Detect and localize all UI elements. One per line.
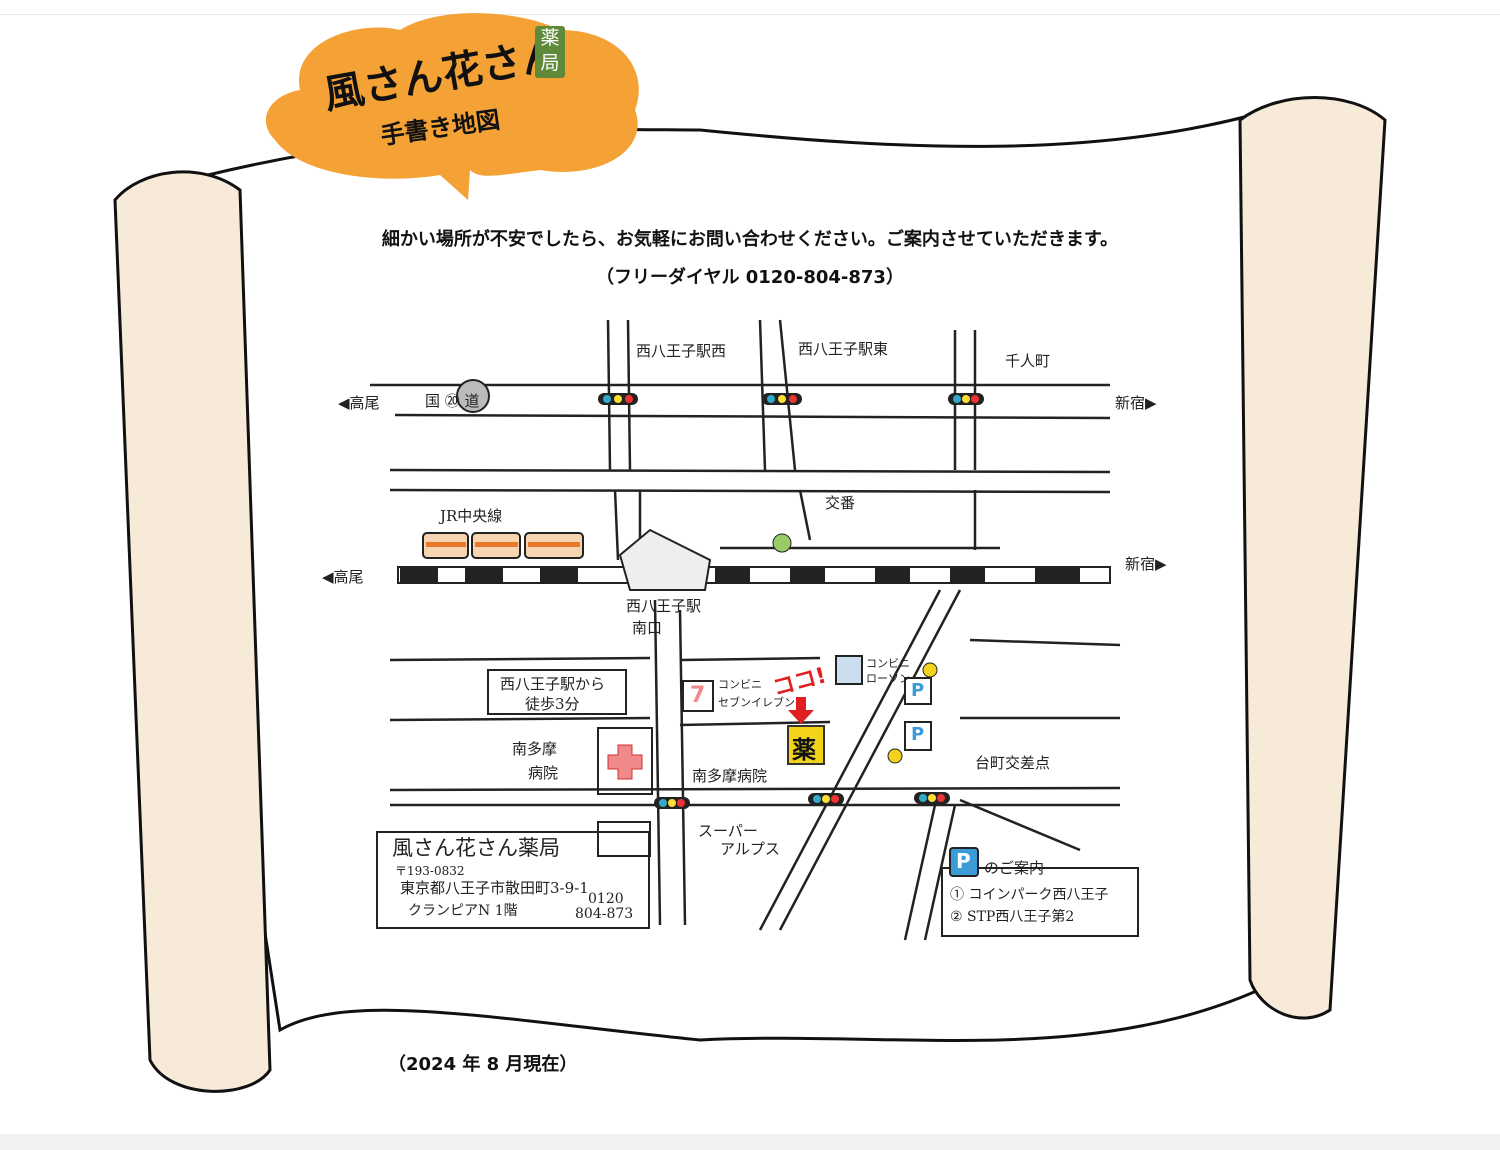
seven-eleven-glyph: 7: [690, 683, 706, 708]
label-hospital1-a: 南多摩: [512, 740, 558, 758]
address-box: [376, 831, 650, 929]
parking-legend-glyph: P: [956, 849, 971, 873]
scroll-left-roll: [113, 170, 272, 1093]
address-tel1: 0120: [588, 891, 624, 907]
label-walk-line2: 徒歩3分: [525, 695, 580, 713]
label-super-b: アルプス: [720, 840, 780, 858]
label-koban: 交番: [825, 494, 856, 512]
as-of-date: （2024 年 8 月現在）: [388, 1054, 578, 1075]
label-station: 西八王子駅: [626, 597, 702, 615]
address-building: クランピアN 1階: [408, 903, 518, 919]
label-seven-conv: コンビニ: [718, 678, 762, 691]
traffic-light-icons: [598, 393, 984, 809]
parking-icon-2: [904, 721, 932, 751]
pharmacy-box-icon: [787, 725, 825, 765]
roads: [370, 319, 1121, 941]
parking-marker-2: [887, 748, 903, 764]
address-shop-name: 風さん花さん薬局: [392, 836, 560, 860]
label-takao-rail: ◀高尾: [322, 568, 364, 586]
label-shinjuku-top: 新宿▶: [1115, 394, 1157, 412]
station-icon: [618, 528, 712, 591]
route20-icon: [456, 379, 490, 413]
label-senninmachi: 千人町: [1005, 352, 1051, 370]
parking-glyph-1: P: [911, 680, 925, 701]
koban-icon: [772, 533, 792, 553]
logo-badge: 薬局: [535, 26, 565, 78]
label-lawson-name: ローソン: [866, 672, 910, 685]
label-shinjuku-rail: 新宿▶: [1125, 555, 1167, 573]
parking-legend-icon: [949, 847, 979, 877]
address-tel2: 804-873: [575, 906, 634, 922]
label-walk-line1: 西八王子駅から: [500, 675, 606, 693]
label-hospital1-b: 病院: [528, 764, 559, 782]
parking-item-1: ① コインパーク西八王子: [950, 887, 1109, 903]
label-south-exit: 南口: [632, 619, 663, 637]
bottom-bar: [0, 1134, 1500, 1150]
seven-eleven-icon: [682, 680, 714, 712]
parking-glyph-2: P: [911, 724, 925, 745]
address-postal: 〒193-0832: [395, 864, 465, 878]
hospital-cross-icon: [607, 744, 643, 780]
label-super-a: スーパー: [698, 822, 758, 840]
train-icon: [422, 532, 584, 559]
freedial-text: （フリーダイヤル 0120-804-873）: [596, 267, 904, 288]
top-bar: [0, 0, 1500, 15]
pharmacy-glyph: 薬: [792, 736, 816, 764]
label-nishihachioji-west: 西八王子駅西: [636, 342, 727, 360]
arrow-down-icon: [788, 697, 814, 724]
label-hospital2: 南多摩病院: [692, 767, 768, 785]
label-nishihachioji-east: 西八王子駅東: [798, 340, 889, 358]
label-daicho-intersection: 台町交差点: [975, 754, 1051, 772]
walk-box: [487, 669, 627, 715]
label-route20: 国 ⑳ 道: [425, 392, 480, 410]
parking-box: [941, 867, 1139, 937]
parking-item-2: ② STP西八王子第2: [950, 909, 1075, 925]
label-jr-line: JR中央線: [440, 507, 503, 525]
label-lawson-conv: コンビニ: [866, 657, 910, 670]
label-takao-top: ◀高尾: [338, 394, 380, 412]
label-seven-name: セブンイレブン: [718, 696, 795, 709]
scroll-right-roll: [1238, 96, 1387, 1020]
parking-guide-title: のご案内: [984, 859, 1045, 877]
lawson-icon: [835, 655, 863, 685]
address-line: 東京都八王子市散田町3-9-1: [400, 879, 589, 897]
parking-icon-1: [904, 677, 932, 705]
hospital-box: [597, 727, 653, 795]
railway: [397, 566, 1111, 584]
parking-marker-1: [922, 662, 938, 678]
intro-message: 細かい場所が不安でしたら、お気軽にお問い合わせください。ご案内させていただきます…: [381, 229, 1119, 250]
